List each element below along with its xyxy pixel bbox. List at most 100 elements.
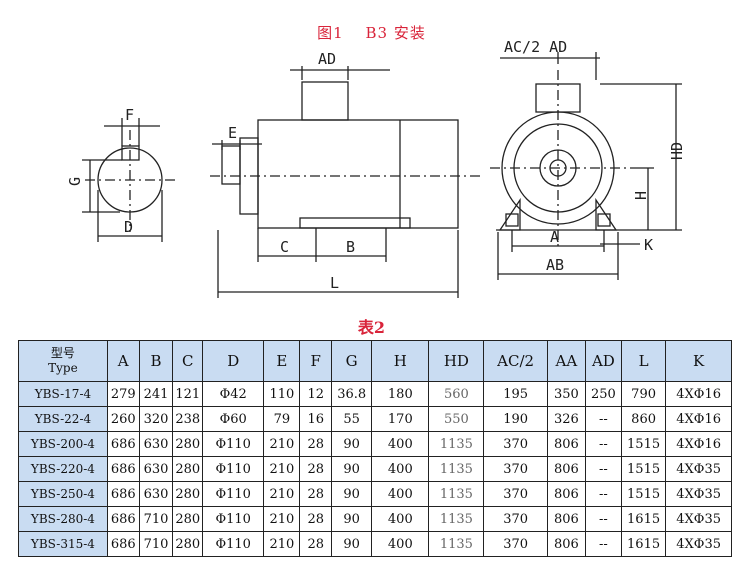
cell-value: 4XΦ35 xyxy=(665,506,732,532)
cell-value: 195 xyxy=(483,381,548,407)
cell-value: 400 xyxy=(371,456,430,482)
cell-value: 4XΦ35 xyxy=(665,531,732,557)
cell-value: 686 xyxy=(106,531,140,557)
cell-value: 280 xyxy=(172,531,204,557)
cell-value: 630 xyxy=(138,481,174,507)
table-header-row: 型号 Type A B C D E F G H HD AC/2 AA AD L … xyxy=(18,340,732,382)
cell-value: 1515 xyxy=(620,431,667,457)
cell-value: 36.8 xyxy=(331,381,373,407)
motor-side-view xyxy=(210,66,480,298)
motor-drawing: F G D E AD C B L xyxy=(66,38,686,298)
cell-value: 210 xyxy=(263,531,301,557)
header-col: AA xyxy=(546,340,586,382)
cell-value: 1135 xyxy=(428,506,485,532)
cell-value: 710 xyxy=(138,531,174,557)
cell-type: YBS-22-4 xyxy=(18,406,108,432)
label-E: E xyxy=(228,124,237,142)
cell-value: 241 xyxy=(138,381,174,407)
terminal-box xyxy=(301,81,349,121)
header-col: HD xyxy=(428,340,485,382)
cell-type: YBS-17-4 xyxy=(18,381,108,407)
cell-value: 400 xyxy=(371,506,430,532)
cell-value: 280 xyxy=(172,506,204,532)
cell-value: Φ110 xyxy=(202,531,265,557)
cell-type: YBS-250-4 xyxy=(18,481,108,507)
motor-front-view xyxy=(490,52,682,280)
cell-value: 806 xyxy=(546,506,586,532)
cell-value: 806 xyxy=(546,456,586,482)
cell-value: 110 xyxy=(263,381,301,407)
cell-value: -- xyxy=(584,506,622,532)
cell-value: -- xyxy=(584,531,622,557)
cell-value: 190 xyxy=(483,406,548,432)
cell-value: 860 xyxy=(620,406,667,432)
label-K: K xyxy=(644,236,653,254)
cell-value: 279 xyxy=(106,381,140,407)
cell-value: 686 xyxy=(106,506,140,532)
cell-value: 4XΦ16 xyxy=(665,406,732,432)
motor-body xyxy=(257,119,459,229)
header-col: L xyxy=(620,340,667,382)
cell-value: 1615 xyxy=(620,531,667,557)
cell-value: 400 xyxy=(371,431,430,457)
cell-value: 400 xyxy=(371,531,430,557)
cell-value: 400 xyxy=(371,481,430,507)
cell-value: 326 xyxy=(546,406,586,432)
cell-value: 210 xyxy=(263,481,301,507)
header-col: A xyxy=(106,340,140,382)
cell-value: 210 xyxy=(263,456,301,482)
cell-value: 790 xyxy=(620,381,667,407)
cell-value: 4XΦ16 xyxy=(665,431,732,457)
cell-value: 1135 xyxy=(428,431,485,457)
cell-value: 806 xyxy=(546,481,586,507)
cell-type: YBS-200-4 xyxy=(18,431,108,457)
figure-title-sub: B3 安装 xyxy=(365,24,426,42)
shaft xyxy=(221,145,241,185)
label-L: L xyxy=(330,274,339,292)
cell-value: 806 xyxy=(546,431,586,457)
cell-value: Φ110 xyxy=(202,456,265,482)
cell-value: 710 xyxy=(138,506,174,532)
shaft-end-view xyxy=(82,118,178,242)
label-B: B xyxy=(346,238,355,256)
label-D: D xyxy=(124,218,133,236)
cell-value: 4XΦ35 xyxy=(665,481,732,507)
cell-value: -- xyxy=(584,456,622,482)
cell-value: 280 xyxy=(172,481,204,507)
cell-value: 350 xyxy=(546,381,586,407)
cell-value: 16 xyxy=(299,406,333,432)
cell-value: 630 xyxy=(138,431,174,457)
cell-type: YBS-280-4 xyxy=(18,506,108,532)
header-col: E xyxy=(263,340,301,382)
label-C: C xyxy=(280,238,289,256)
cell-value: 370 xyxy=(483,456,548,482)
table-title: 表2 xyxy=(357,318,386,337)
cell-value: 28 xyxy=(299,531,333,557)
header-col: D xyxy=(202,340,265,382)
cell-value: 1615 xyxy=(620,506,667,532)
cell-value: 370 xyxy=(483,531,548,557)
cell-value: 170 xyxy=(371,406,430,432)
label-H: H xyxy=(632,191,650,200)
cell-value: 210 xyxy=(263,506,301,532)
cell-value: 28 xyxy=(299,431,333,457)
cell-value: 1135 xyxy=(428,531,485,557)
cell-value: 90 xyxy=(331,456,373,482)
cell-value: 210 xyxy=(263,431,301,457)
cell-value: 1135 xyxy=(428,481,485,507)
cell-value: Φ42 xyxy=(202,381,265,407)
cell-value: 90 xyxy=(331,431,373,457)
cell-value: 28 xyxy=(299,506,333,532)
cell-value: 260 xyxy=(106,406,140,432)
cell-value: Φ110 xyxy=(202,506,265,532)
cell-value: 806 xyxy=(546,531,586,557)
cell-value: -- xyxy=(584,406,622,432)
cell-value: 180 xyxy=(371,381,430,407)
cell-value: 280 xyxy=(172,456,204,482)
